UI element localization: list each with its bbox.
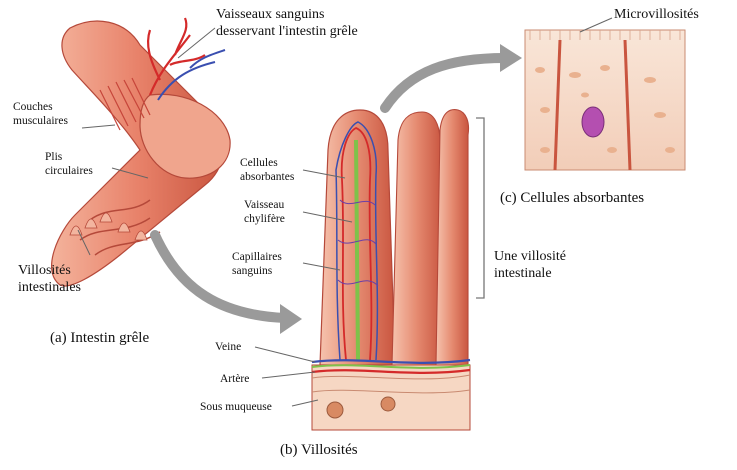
label-intestinal-villi: Villosités intestinales	[18, 262, 81, 296]
villus-2	[392, 112, 442, 365]
label-intestinal-villi-line1: Villosités	[18, 262, 81, 279]
submucosa-vessel-1	[327, 402, 343, 418]
label-circular-folds-line1: Plis	[45, 150, 93, 164]
label-capillaries-line1: Capillaires	[232, 250, 282, 264]
label-blood-vessels-line2: desservant l'intestin grêle	[216, 23, 358, 40]
label-capillaries: Capillaires sanguins	[232, 250, 282, 278]
label-lacteal-line1: Vaisseau	[244, 198, 285, 212]
label-one-villus-line2: intestinale	[494, 265, 566, 282]
arrow-to-cells	[385, 58, 505, 108]
label-circular-folds: Plis circulaires	[45, 150, 93, 178]
label-absorbing-cells: Cellules absorbantes	[240, 156, 294, 184]
label-microvilli: Microvillosités	[614, 6, 699, 23]
villus-3	[436, 110, 469, 365]
villus-bracket	[476, 118, 484, 298]
label-muscle-layers-line2: musculaires	[13, 114, 68, 128]
label-muscle-layers-line1: Couches	[13, 100, 68, 114]
label-absorbing-cells-line2: absorbantes	[240, 170, 294, 184]
label-absorbing-cells-line1: Cellules	[240, 156, 294, 170]
villi-block-drawing	[312, 110, 470, 430]
label-submucosa: Sous muqueuse	[200, 400, 272, 414]
submucosa-vessel-2	[381, 397, 395, 411]
cell-nucleus	[582, 107, 604, 137]
caption-c: (c) Cellules absorbantes	[500, 190, 644, 207]
label-blood-vessels: Vaisseaux sanguins desservant l'intestin…	[216, 6, 358, 40]
label-blood-vessels-line1: Vaisseaux sanguins	[216, 6, 358, 23]
label-circular-folds-line2: circulaires	[45, 164, 93, 178]
label-one-villus-line1: Une villosité	[494, 248, 566, 265]
label-artery: Artère	[220, 372, 249, 386]
label-lacteal-line2: chylifère	[244, 212, 285, 226]
caption-a: (a) Intestin grêle	[50, 330, 149, 347]
label-capillaries-line2: sanguins	[232, 264, 282, 278]
label-lacteal: Vaisseau chylifère	[244, 198, 285, 226]
villus-lacteal	[356, 140, 358, 360]
label-vein: Veine	[215, 340, 241, 354]
arrow-to-villi-head	[280, 304, 302, 334]
label-one-villus: Une villosité intestinale	[494, 248, 566, 282]
absorbing-cells-drawing	[525, 30, 685, 170]
arrow-to-cells-head	[500, 44, 522, 72]
label-intestinal-villi-line2: intestinales	[18, 279, 81, 296]
caption-b: (b) Villosités	[280, 442, 358, 459]
label-muscle-layers: Couches musculaires	[13, 100, 68, 128]
